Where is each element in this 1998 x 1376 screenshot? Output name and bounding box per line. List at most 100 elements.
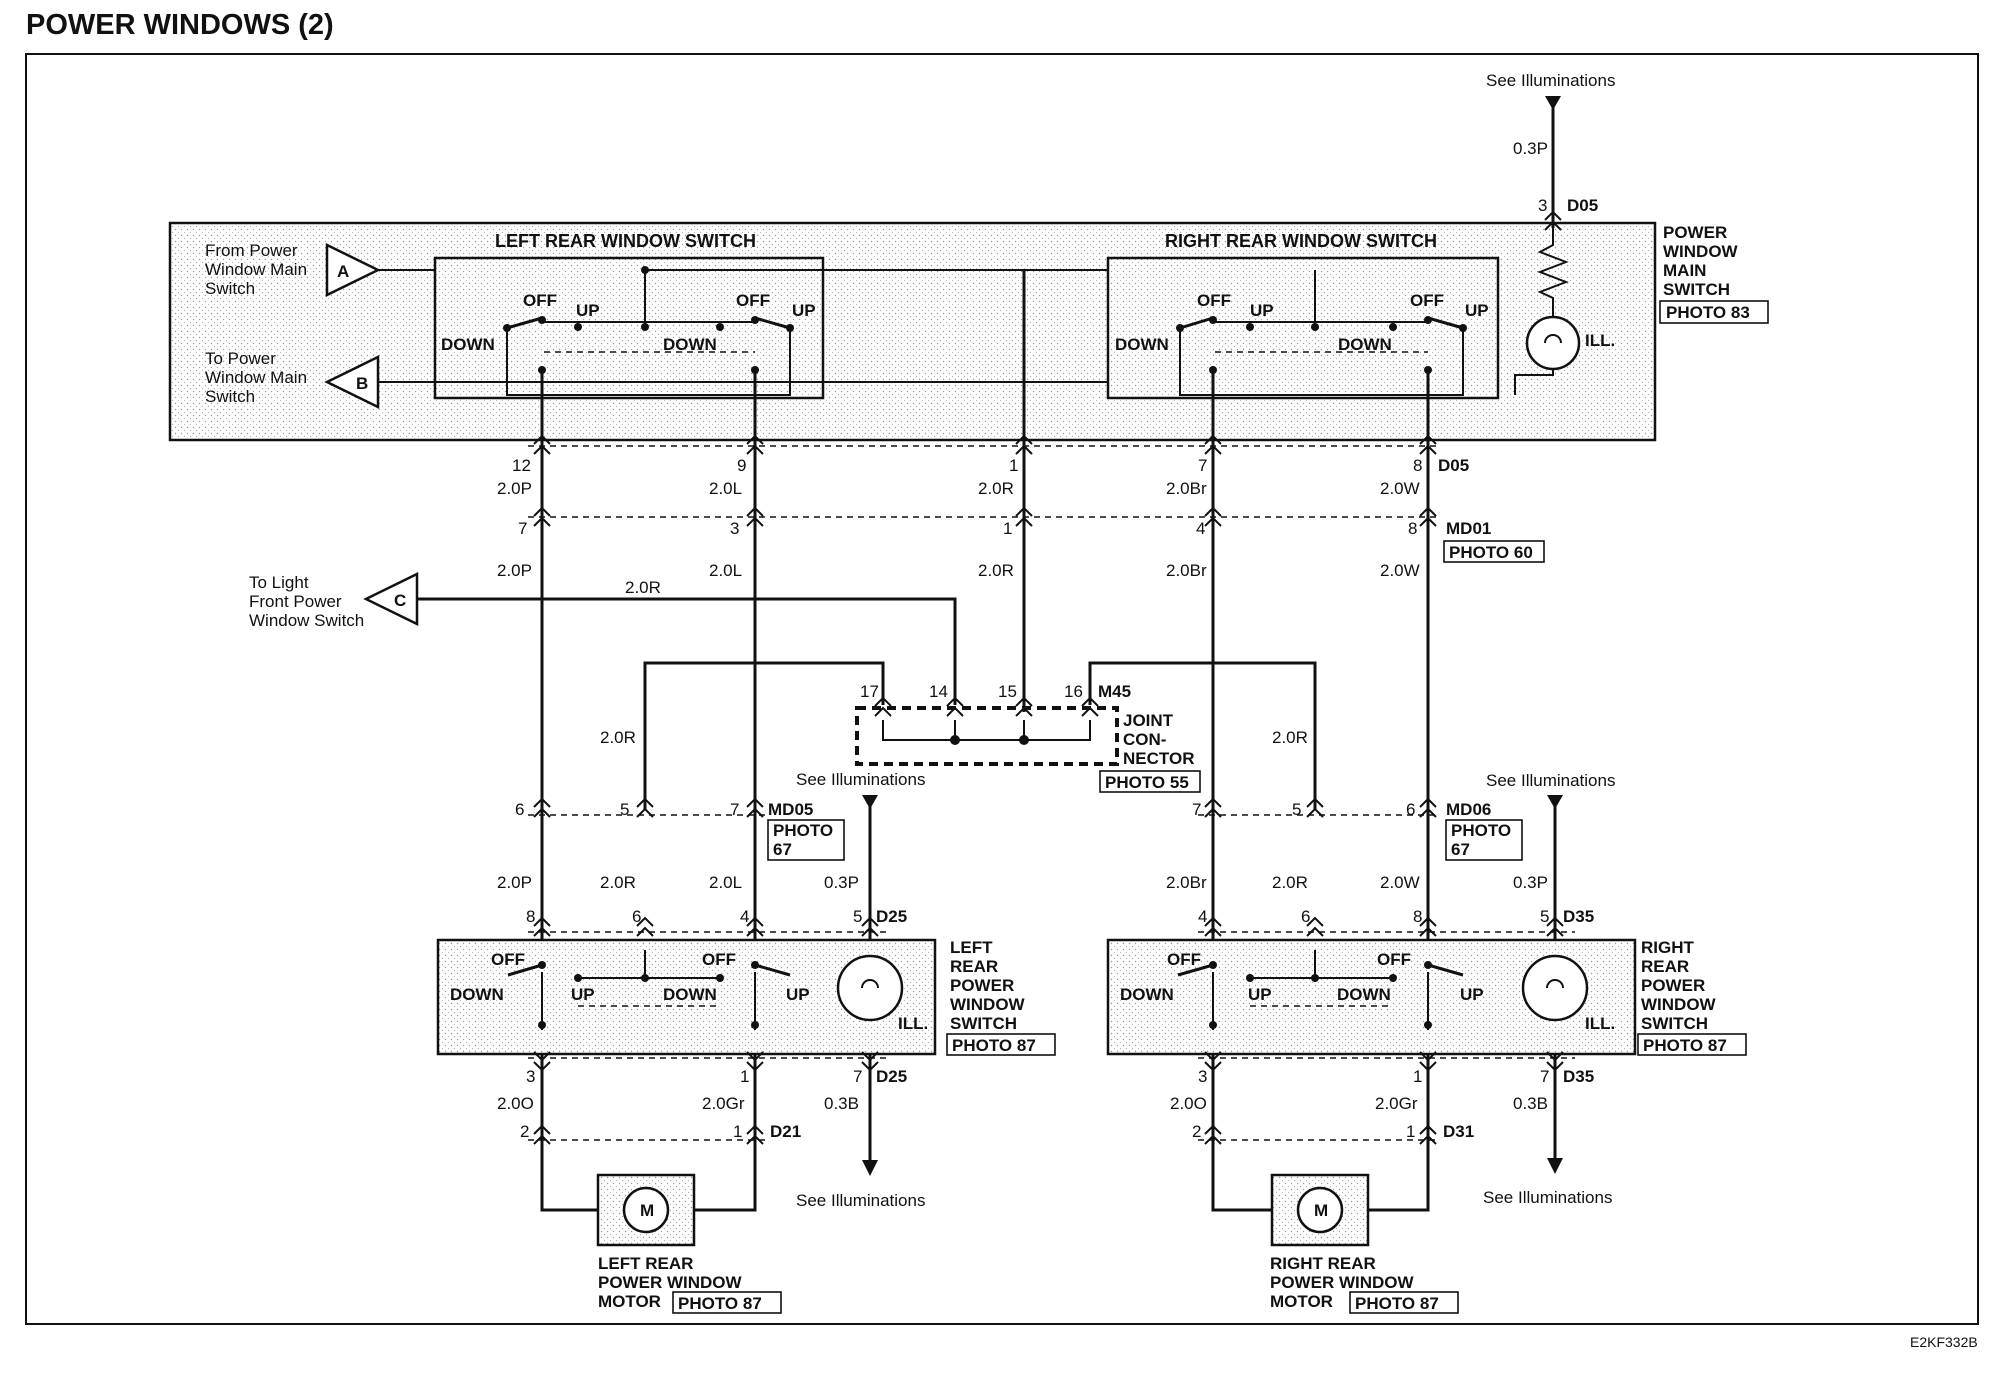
right-rear-window-switch-label: RIGHT REAR WINDOW SWITCH bbox=[1165, 231, 1437, 251]
svg-text:OFF: OFF bbox=[736, 291, 770, 310]
svg-text:2.0Br: 2.0Br bbox=[1166, 561, 1207, 580]
left-motor-photo: PHOTO 87 bbox=[678, 1294, 762, 1313]
svg-text:7: 7 bbox=[1198, 456, 1207, 475]
svg-text:DOWN: DOWN bbox=[1115, 335, 1169, 354]
svg-text:DOWN: DOWN bbox=[663, 335, 717, 354]
svg-text:2.0W: 2.0W bbox=[1380, 479, 1420, 498]
svg-text:67: 67 bbox=[773, 840, 792, 859]
svg-text:M: M bbox=[1314, 1201, 1328, 1220]
svg-text:LEFT REAR: LEFT REAR bbox=[598, 1254, 693, 1273]
svg-text:2.0Br: 2.0Br bbox=[1166, 479, 1207, 498]
svg-text:D35: D35 bbox=[1563, 1067, 1594, 1086]
svg-text:SWITCH: SWITCH bbox=[1663, 280, 1730, 299]
left-rear-window-switch-label: LEFT REAR WINDOW SWITCH bbox=[495, 231, 756, 251]
svg-text:67: 67 bbox=[1451, 840, 1470, 859]
svg-text:D25: D25 bbox=[876, 1067, 907, 1086]
svg-text:MOTOR: MOTOR bbox=[1270, 1292, 1333, 1311]
right-rear-window-switch-section bbox=[1106, 256, 1500, 400]
svg-text:7: 7 bbox=[853, 1067, 862, 1086]
svg-text:5: 5 bbox=[1292, 800, 1301, 819]
svg-text:8: 8 bbox=[1413, 456, 1422, 475]
svg-text:RIGHT: RIGHT bbox=[1641, 938, 1695, 957]
main-switch-illumination: ILL. bbox=[1514, 228, 1615, 395]
right-rear-section: 7 5 6 MD06 PHOTO 67 See Illuminations 2.… bbox=[1106, 771, 1747, 1314]
svg-text:Front Power: Front Power bbox=[249, 592, 342, 611]
svg-text:LEFT: LEFT bbox=[950, 938, 993, 957]
svg-text:REAR: REAR bbox=[950, 957, 998, 976]
figure-code: E2KF332B bbox=[1910, 1334, 1978, 1350]
svg-text:ILL.: ILL. bbox=[1585, 1014, 1615, 1033]
svg-text:6: 6 bbox=[1301, 907, 1310, 926]
left-switch-illumination-lamp-icon bbox=[836, 954, 904, 1022]
motor-icon bbox=[622, 1186, 670, 1234]
svg-text:Window Switch: Window Switch bbox=[249, 611, 364, 630]
svg-text:7: 7 bbox=[1540, 1067, 1549, 1086]
wire-gauges-lower: 2.0P 2.0L 2.0R 2.0Br 2.0W bbox=[497, 561, 1420, 580]
svg-text:C: C bbox=[394, 591, 406, 610]
to-main-switch-reference: To Power Window Main Switch B bbox=[205, 349, 1108, 410]
left-rear-section: 6 5 7 MD05 PHOTO 67 See Illuminations 2.… bbox=[436, 770, 1056, 1314]
svg-text:POWER: POWER bbox=[1641, 976, 1705, 995]
svg-text:2.0R: 2.0R bbox=[978, 561, 1014, 580]
svg-text:MAIN: MAIN bbox=[1663, 261, 1706, 280]
diagram-title: POWER WINDOWS (2) bbox=[26, 9, 334, 41]
svg-text:0.3P: 0.3P bbox=[824, 873, 859, 892]
svg-text:2.0Gr: 2.0Gr bbox=[1375, 1094, 1418, 1113]
svg-text:Switch: Switch bbox=[205, 279, 255, 298]
svg-text:POWER WINDOW: POWER WINDOW bbox=[598, 1273, 742, 1292]
svg-text:2.0R: 2.0R bbox=[1272, 728, 1308, 747]
svg-text:ILL.: ILL. bbox=[1585, 331, 1615, 350]
svg-text:1: 1 bbox=[740, 1067, 749, 1086]
diagram-frame bbox=[25, 53, 1979, 1325]
svg-text:5: 5 bbox=[853, 907, 862, 926]
svg-text:M: M bbox=[640, 1201, 654, 1220]
svg-text:8: 8 bbox=[1408, 519, 1417, 538]
svg-text:MD06: MD06 bbox=[1446, 800, 1491, 819]
svg-text:UP: UP bbox=[1460, 985, 1484, 1004]
motor-icon bbox=[1296, 1186, 1344, 1234]
svg-text:1: 1 bbox=[1009, 456, 1018, 475]
svg-text:MOTOR: MOTOR bbox=[598, 1292, 661, 1311]
svg-text:4: 4 bbox=[1198, 907, 1207, 926]
svg-text:UP: UP bbox=[571, 985, 595, 1004]
see-illuminations-top: See Illuminations bbox=[1486, 71, 1615, 90]
svg-text:2.0L: 2.0L bbox=[709, 561, 742, 580]
main-switch-photo: PHOTO 83 bbox=[1666, 303, 1750, 322]
svg-text:2.0W: 2.0W bbox=[1380, 561, 1420, 580]
svg-text:1: 1 bbox=[1406, 1122, 1415, 1141]
svg-text:Window Main: Window Main bbox=[205, 260, 307, 279]
svg-text:2.0P: 2.0P bbox=[497, 561, 532, 580]
right-switch-photo: PHOTO 87 bbox=[1643, 1036, 1727, 1055]
svg-text:To Power: To Power bbox=[205, 349, 276, 368]
svg-text:MD05: MD05 bbox=[768, 800, 813, 819]
svg-text:From Power: From Power bbox=[205, 241, 298, 260]
svg-text:7: 7 bbox=[518, 519, 527, 538]
svg-text:ILL.: ILL. bbox=[898, 1014, 928, 1033]
left-rear-window-switch-section bbox=[433, 256, 825, 400]
svg-text:DOWN: DOWN bbox=[1120, 985, 1174, 1004]
svg-text:8: 8 bbox=[1413, 907, 1422, 926]
arrow-icon bbox=[1547, 1158, 1563, 1174]
svg-text:2.0L: 2.0L bbox=[709, 479, 742, 498]
arrow-icon bbox=[1545, 96, 1561, 110]
arrow-icon bbox=[862, 1160, 878, 1176]
svg-text:7: 7 bbox=[1192, 800, 1201, 819]
svg-text:M45: M45 bbox=[1098, 682, 1131, 701]
svg-text:1: 1 bbox=[733, 1122, 742, 1141]
svg-text:2.0L: 2.0L bbox=[709, 873, 742, 892]
main-switch-photo-box bbox=[1659, 300, 1769, 324]
svg-text:DOWN: DOWN bbox=[1338, 335, 1392, 354]
left-rear-internal-contacts: OFF UP DOWN OFF UP DOWN bbox=[441, 266, 1108, 396]
svg-text:14: 14 bbox=[929, 682, 948, 701]
see-illuminations-right: See Illuminations bbox=[1486, 771, 1615, 790]
svg-text:2.0P: 2.0P bbox=[497, 873, 532, 892]
svg-text:4: 4 bbox=[740, 907, 749, 926]
svg-text:JOINT: JOINT bbox=[1123, 711, 1174, 730]
svg-text:16: 16 bbox=[1064, 682, 1083, 701]
svg-text:2.0O: 2.0O bbox=[497, 1094, 534, 1113]
svg-text:6: 6 bbox=[515, 800, 524, 819]
right-rear-internal-contacts: OFF UP DOWN OFF UP DOWN bbox=[1115, 270, 1489, 396]
svg-text:D05: D05 bbox=[1438, 456, 1469, 475]
svg-text:D21: D21 bbox=[770, 1122, 801, 1141]
svg-text:17: 17 bbox=[860, 682, 879, 701]
